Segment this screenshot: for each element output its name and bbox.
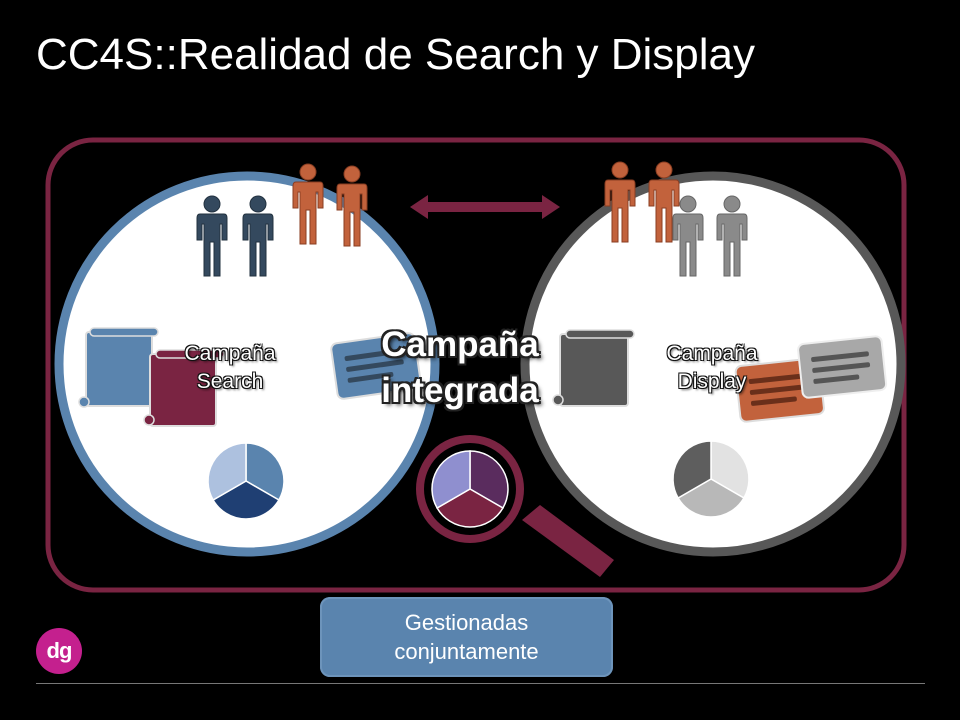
scroll-icon	[143, 349, 225, 427]
chat-bubble-icon	[330, 332, 422, 400]
scroll-icon	[552, 329, 635, 407]
dg-logo: dg	[36, 628, 82, 674]
magnifier-icon	[416, 435, 614, 577]
pie-chart-icon	[207, 442, 285, 520]
chat-bubble-icon	[797, 335, 888, 399]
integrated-campaign-label: Campaña integrada	[381, 325, 539, 410]
search-circle	[54, 171, 440, 557]
managed-jointly-box: Gestionadas conjuntamente	[320, 597, 613, 677]
scroll-icon	[78, 327, 159, 408]
footer-divider	[36, 683, 925, 684]
logo-text: dg	[46, 638, 73, 663]
page-title: CC4S::Realidad de Search y Display	[36, 30, 756, 79]
search-campaign-label: Campaña Search	[184, 342, 276, 393]
display-circle	[520, 171, 906, 557]
display-campaign-label: Campaña Display	[666, 342, 758, 393]
double-arrow-icon	[410, 195, 560, 219]
pie-chart-icon	[672, 440, 750, 518]
